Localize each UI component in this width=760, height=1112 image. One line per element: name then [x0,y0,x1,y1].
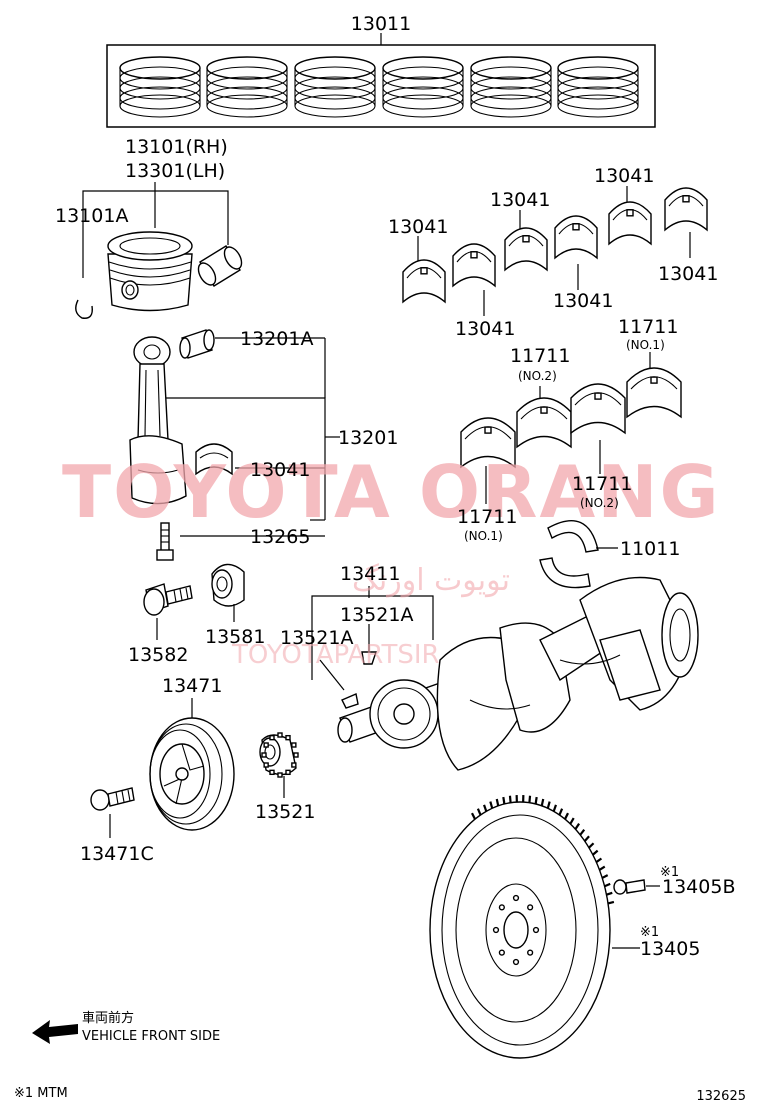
crankshaft-drawing [337,576,699,771]
label-crank-gear: 13521 [255,801,315,823]
crank-bearing-shell-1 [402,259,446,304]
key-upper-drawing [361,651,377,665]
key-lower-drawing [341,693,359,709]
label-bearing-2: 13041 [490,189,550,211]
label-bearing-5: 13041 [553,290,613,312]
watermark-main: TOYOTA ORANG [62,450,721,534]
main-bearing-shell-2 [516,397,572,449]
crank-pulley-group [90,698,235,838]
mark-flywheel-bolt: ※1 [660,865,679,880]
flywheel-group [429,795,660,1059]
main-bearing-shell-1 [460,417,516,469]
piston-ring-set-1 [119,56,201,118]
crank-bearing-shell-2 [452,243,496,288]
label-crank-pulley: 13471 [162,675,222,697]
snap-ring-drawing [75,299,93,319]
piston-ring-set-3 [294,56,376,118]
piston-ring-set-box [106,44,656,128]
crank-bearing-shell-4 [554,215,598,260]
watermark-sub: TOYOTAPARTSIR [231,640,440,670]
piston-ring-set-6 [557,56,639,118]
direction-jp: 車両前方 [82,1010,134,1026]
piston-ring-set-group [106,33,656,128]
main-bearing-shell-3 [570,383,626,435]
label-bearing-3: 13041 [594,165,654,187]
conrod-bushing-drawing [179,329,215,359]
label-main-bearing-no2-bottom: 11711 [572,473,632,495]
label-conrod-bearing: 13041 [250,459,310,481]
piston-ring-sets [119,56,639,118]
connecting-rod-group [129,329,340,561]
thrust-washer-drawing [539,519,599,589]
front-arrow-icon [32,1020,78,1044]
note-main-bearing-no2-bottom: (NO.2) [580,496,619,510]
direction-en: VEHICLE FRONT SIDE [82,1029,220,1044]
main-bearing-shells [460,367,682,469]
piston-ring-set-5 [470,56,552,118]
label-piston-ring-set: 13011 [351,13,411,35]
piston-group [75,182,243,319]
label-pulley-bolt: 13582 [128,644,188,666]
label-conrod-bolt: 13265 [250,526,310,548]
label-piston-rh: 13101(RH) [125,136,228,158]
crank-bearing-shell-3 [504,227,548,272]
crankshaft-group [311,576,699,771]
conrod-bolt-drawing [156,522,174,561]
label-conrod-assy: 13201 [338,427,398,449]
label-snap-ring: 13101A [55,205,128,227]
vehicle-front-arrow [32,1020,78,1044]
label-piston-lh: 13301(LH) [125,160,225,182]
label-bearing-1: 13041 [388,216,448,238]
pulley-bolt-group [143,563,245,640]
conrod-bearing-drawing [195,443,233,476]
crank-gear-drawing [259,732,299,778]
label-bearing-4: 13041 [658,263,718,285]
piston-ring-set-4 [382,56,464,118]
label-key-lower: 13521A [280,627,353,649]
label-flywheel: 13405 [640,938,700,960]
watermark-persian: تویوت اورنگ [352,563,510,598]
main-bearing-shell-4 [626,367,682,419]
crank-gear-group [259,732,299,798]
label-flywheel-bolt: 13405B [662,876,735,898]
label-main-bearing-no2-top: 11711 [510,345,570,367]
crankshaft-bearing-shells [402,187,708,304]
piston-pin-drawing [197,245,243,287]
flywheel-drawing [429,795,615,1059]
piston-ring-set-2 [206,56,288,118]
mark-flywheel: ※1 [640,925,659,940]
note-main-bearing-no1-top: (NO.1) [626,338,665,352]
label-main-bearing-no1-bottom: 11711 [457,506,517,528]
connecting-rod-drawing [129,336,187,505]
label-crankshaft: 13411 [340,563,400,585]
note-main-bearing-no1-bottom: (NO.1) [464,529,503,543]
piston-drawing [107,231,193,312]
diagram-number: 132625 [696,1089,746,1104]
label-thrust-washer: 11011 [620,538,680,560]
label-key-upper: 13521A [340,604,413,626]
pulley-bolt-c-drawing [90,787,135,811]
flywheel-bolt-drawing [613,879,646,895]
label-conrod-bushing: 13201A [240,328,313,350]
label-bearing-6: 13041 [455,318,515,340]
label-pulley-bolt-c: 13471C [80,843,154,865]
crank-bearing-shell-6 [664,187,708,232]
crankshaft-bearings-group [402,186,708,589]
crank-pulley-drawing [149,717,235,831]
footnote: ※1 MTM [14,1086,68,1101]
note-main-bearing-no2-top: (NO.2) [518,369,557,383]
crank-bearing-shell-5 [608,201,652,246]
pulley-bolt-drawing [143,583,193,616]
label-main-bearing-no1-top: 11711 [618,316,678,338]
label-pulley-washer: 13581 [205,626,265,648]
pulley-washer-drawing [211,563,245,607]
